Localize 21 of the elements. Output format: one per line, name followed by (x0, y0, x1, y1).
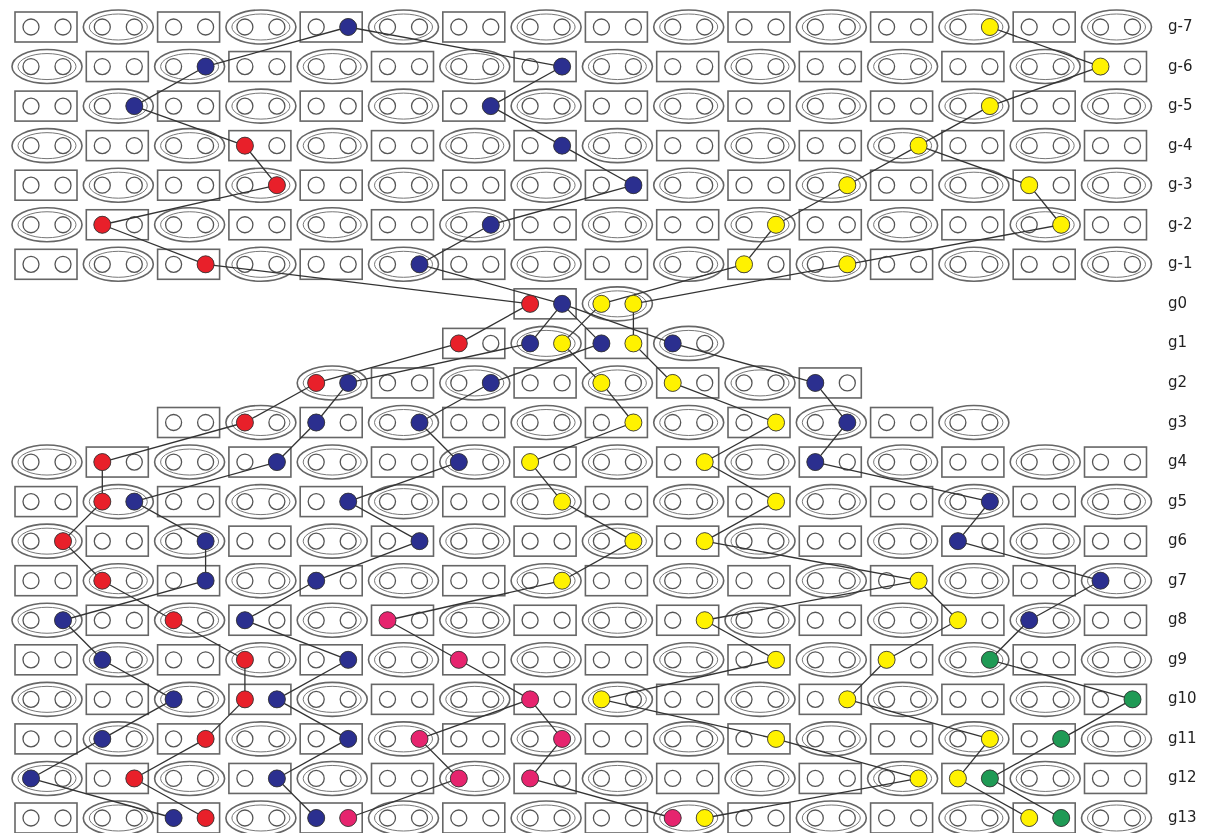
generation-label: g5 (1168, 491, 1188, 510)
generation-label: g-1 (1168, 254, 1193, 273)
generation-label: g-3 (1168, 175, 1193, 194)
generation-label: g-5 (1168, 96, 1193, 115)
generation-label: g7 (1168, 570, 1188, 589)
generation-label: g-4 (1168, 135, 1193, 154)
generation-label: g-2 (1168, 214, 1193, 233)
generation-label: g8 (1168, 610, 1188, 629)
generation-label: g9 (1168, 649, 1188, 668)
generation-label: g-7 (1168, 17, 1193, 35)
generation-label: g12 (1168, 768, 1197, 787)
generation-label: g-6 (1168, 56, 1193, 75)
generation-label: g13 (1168, 808, 1197, 826)
generation-label: g3 (1168, 412, 1188, 431)
generation-label: g1 (1168, 333, 1188, 352)
generation-label: g0 (1168, 293, 1188, 312)
generation-label: g10 (1168, 689, 1197, 708)
generation-label: g4 (1168, 452, 1188, 471)
generation-label: g6 (1168, 531, 1188, 550)
generation-label: g11 (1168, 728, 1197, 747)
generation-label: g2 (1168, 372, 1188, 391)
